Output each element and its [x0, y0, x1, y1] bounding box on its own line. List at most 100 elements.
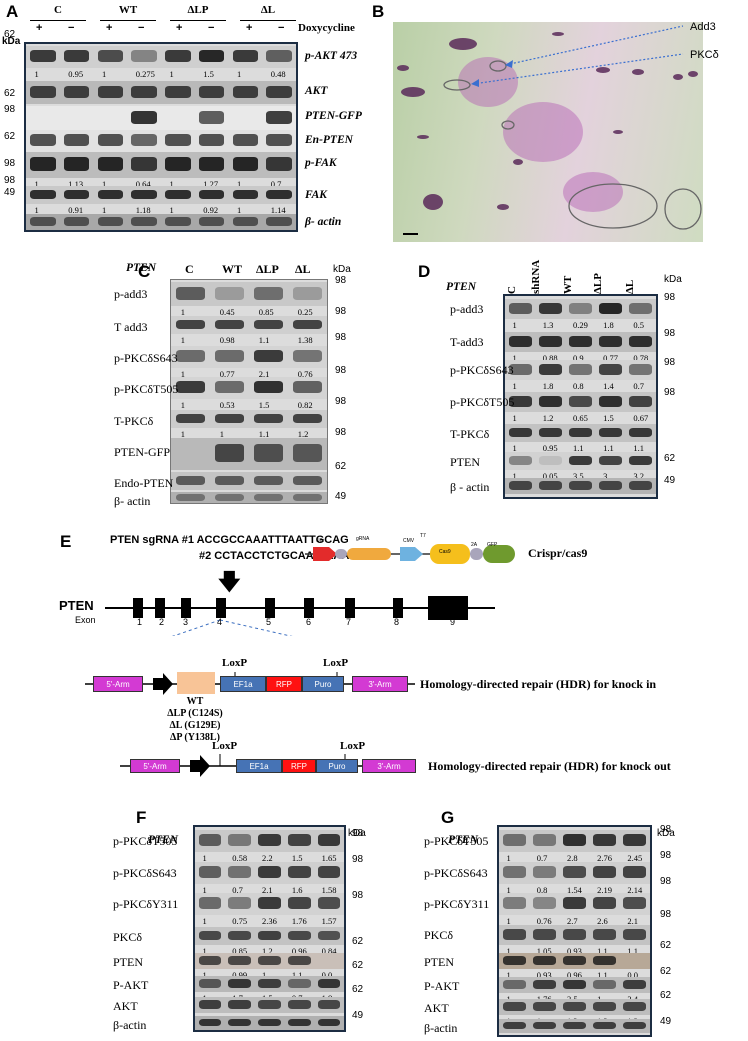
panel-a-kda-marker: 62: [4, 29, 16, 40]
quant-value: 1: [262, 970, 267, 980]
blot-row-label: β-actin: [113, 1017, 147, 1032]
quant-value: 1.1: [572, 443, 584, 453]
plasmid-u6: U6: [316, 538, 323, 544]
blot-band: [317, 979, 341, 988]
blot-band: [292, 444, 323, 462]
blot-band: [502, 980, 526, 989]
blot-band: [317, 897, 341, 910]
quant-value: 1.5: [203, 69, 214, 79]
blot-strip: [499, 999, 650, 1015]
quant-value: 0.275: [135, 69, 155, 79]
blot-band: [63, 134, 90, 147]
knock-in-loxp-1: LoxP: [222, 657, 248, 669]
blot-band: [198, 85, 225, 99]
blot-band: [253, 350, 284, 363]
blot-strip: [171, 316, 327, 334]
panel-d-kda-marker: 98: [664, 328, 676, 339]
quant-value: 1: [202, 853, 207, 863]
panel-d-col-2: WT: [562, 275, 574, 294]
blot-band: [317, 834, 341, 847]
blot-strip: [195, 953, 344, 969]
quant-value: 1: [512, 443, 517, 453]
blot-band: [623, 980, 647, 989]
blot-band: [538, 336, 562, 347]
blot-row-label: p-PKCδS643: [424, 865, 488, 880]
blot-band: [623, 929, 647, 940]
quant-value: 0.64: [135, 179, 151, 189]
blot-row-label: p-PKCδS643: [114, 350, 178, 365]
blot-band: [131, 157, 157, 172]
blot-row-label: AKT: [305, 84, 328, 97]
blot-band: [292, 413, 323, 424]
panel-g-kda-marker: 62: [660, 990, 672, 1001]
blot-band: [287, 956, 311, 965]
blot-band: [165, 134, 191, 147]
blot-band: [214, 444, 245, 462]
quant-value: 1: [34, 205, 39, 215]
blot-band: [253, 413, 284, 424]
quant-value: 1: [512, 471, 517, 481]
blot-strip: [171, 346, 327, 368]
blot-band: [538, 427, 562, 438]
blot-strip: [505, 332, 656, 352]
panel-c-kda-marker: 98: [335, 365, 347, 376]
blot-band: [30, 189, 56, 200]
blot-strip: [195, 862, 344, 884]
quant-value: 0.75: [232, 916, 248, 926]
blot-band: [532, 897, 556, 910]
blot-row-label: β-actin: [424, 1020, 458, 1035]
panel-label-f: F: [136, 808, 147, 827]
blot-band: [287, 866, 311, 879]
blot-band: [97, 217, 124, 226]
gene-label: PTEN: [59, 598, 94, 613]
blot-band: [175, 350, 206, 363]
blot-band: [629, 303, 653, 314]
panel-a-group-2: ΔLP: [187, 4, 209, 16]
panel-a-group-line: [240, 20, 296, 21]
blot-band: [198, 157, 225, 172]
blot-band: [253, 475, 284, 486]
quant-value: 1.27: [203, 179, 219, 189]
panel-g-kda-marker: 49: [660, 1016, 672, 1027]
panel-g-kda: kDa: [657, 828, 675, 839]
blot-band: [97, 134, 124, 147]
crispr-label: Crispr/cas9: [528, 546, 588, 560]
blot-row-label: AKT: [424, 1001, 449, 1015]
quant-value: 1: [101, 205, 107, 215]
quant-value: 1: [169, 205, 174, 215]
blot-band: [629, 396, 653, 407]
quant-value: 0.91: [68, 205, 84, 215]
knock-in-variant-box: [177, 672, 215, 694]
blot-strip: [171, 377, 327, 399]
quant-value: 0.99: [232, 970, 248, 980]
blot-band: [63, 85, 90, 99]
blot-band: [198, 1018, 222, 1027]
blot-band: [593, 980, 617, 989]
quant-value: 3.5: [572, 471, 584, 481]
quant-value: 0.8: [536, 885, 548, 895]
quant-value: 1: [506, 946, 511, 956]
panel-f-kda-marker: 62: [352, 936, 364, 947]
2d-gel-image: [393, 22, 703, 242]
panel-a-kda-marker: 62: [4, 88, 16, 99]
quant-value: 0.7: [232, 885, 243, 895]
blot-band: [599, 427, 623, 438]
blot-band: [198, 50, 225, 63]
quant-value: 1.5: [258, 400, 270, 410]
blot-band: [563, 834, 586, 847]
blot-row-label: p-PKCδT505: [424, 833, 489, 848]
blot-band: [63, 217, 90, 226]
blot-band: [287, 834, 311, 847]
quant-value: 0.0: [627, 970, 638, 980]
quant-value: 2.1: [627, 916, 638, 926]
panel-a-group-1: WT: [118, 4, 138, 16]
quant-value: 1: [219, 429, 224, 439]
panel-a-kda-marker: 98: [4, 104, 16, 115]
quant-value: 1: [236, 69, 242, 79]
blot-band: [214, 350, 245, 363]
knock-out-rfp: RFP: [282, 759, 316, 773]
quant-value: 1: [180, 400, 185, 410]
blot-band: [623, 866, 647, 879]
blot-band: [214, 319, 245, 330]
quant-value: 0.96: [566, 970, 582, 980]
